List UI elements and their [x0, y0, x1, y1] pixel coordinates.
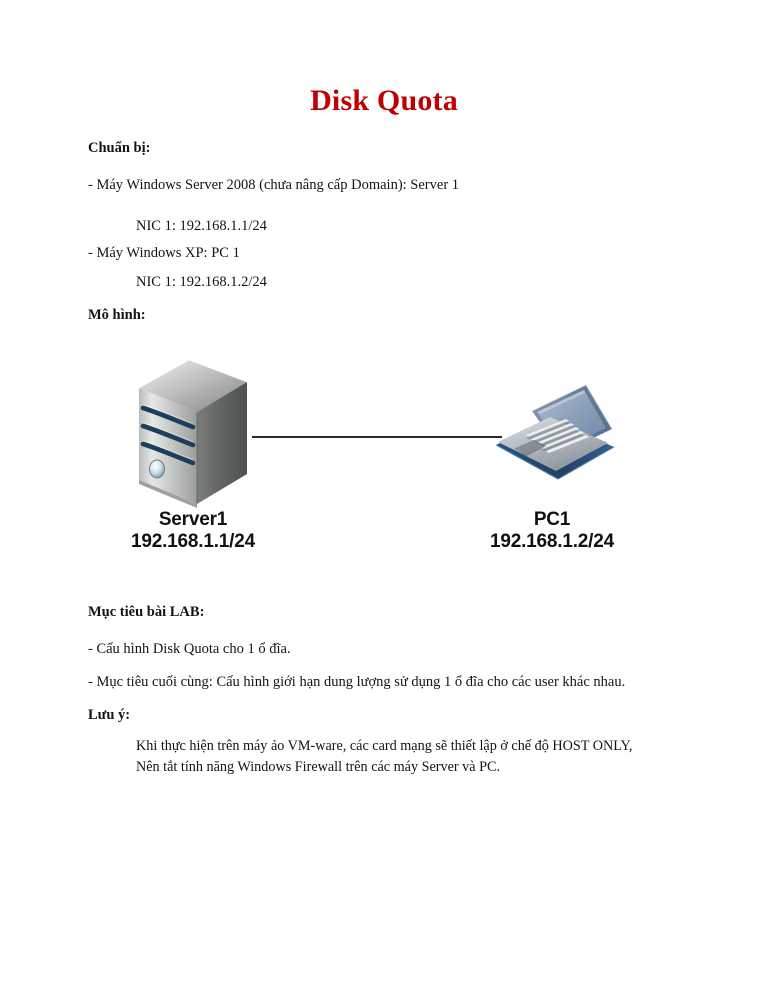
heading-model: Mô hình:: [88, 307, 146, 323]
prep-server-nic: NIC 1: 192.168.1.1/24: [136, 218, 267, 234]
objective-line-2: - Mục tiêu cuối cùng: Cấu hình giới hạn …: [88, 674, 626, 690]
laptop-icon: [488, 383, 616, 489]
note-line-1: Khi thực hiện trên máy ảo VM-ware, các c…: [136, 738, 633, 754]
note-line-2: Nên tắt tính năng Windows Firewall trên …: [136, 758, 501, 775]
pc-node-ip: 192.168.1.2/24: [490, 531, 614, 553]
diagram-node-label-pc: PC1 192.168.1.2/24: [452, 509, 652, 554]
server-node-name: Server1: [158, 509, 228, 530]
heading-preparation: Chuẩn bị:: [88, 140, 151, 156]
heading-note: Lưu ý:: [88, 707, 131, 723]
page-title: Disk Quota: [310, 84, 458, 117]
server-node-ip: 192.168.1.1/24: [131, 531, 255, 553]
objective-line-1: - Cấu hình Disk Quota cho 1 ổ đĩa.: [88, 641, 291, 657]
pc-node-name: PC1: [533, 509, 571, 530]
prep-pc-nic: NIC 1: 192.168.1.2/24: [136, 274, 267, 290]
network-link-line: [252, 436, 502, 438]
note-body: Khi thực hiện trên máy ảo VM-ware, các c…: [136, 736, 696, 777]
heading-lab-objectives: Mục tiêu bài LAB:: [88, 604, 205, 620]
server-tower-icon: [133, 352, 253, 512]
diagram-node-label-server: Server1 192.168.1.1/24: [93, 509, 293, 554]
prep-server-line: - Máy Windows Server 2008 (chưa nâng cấp…: [88, 177, 460, 193]
prep-pc-line: - Máy Windows XP: PC 1: [88, 245, 240, 261]
